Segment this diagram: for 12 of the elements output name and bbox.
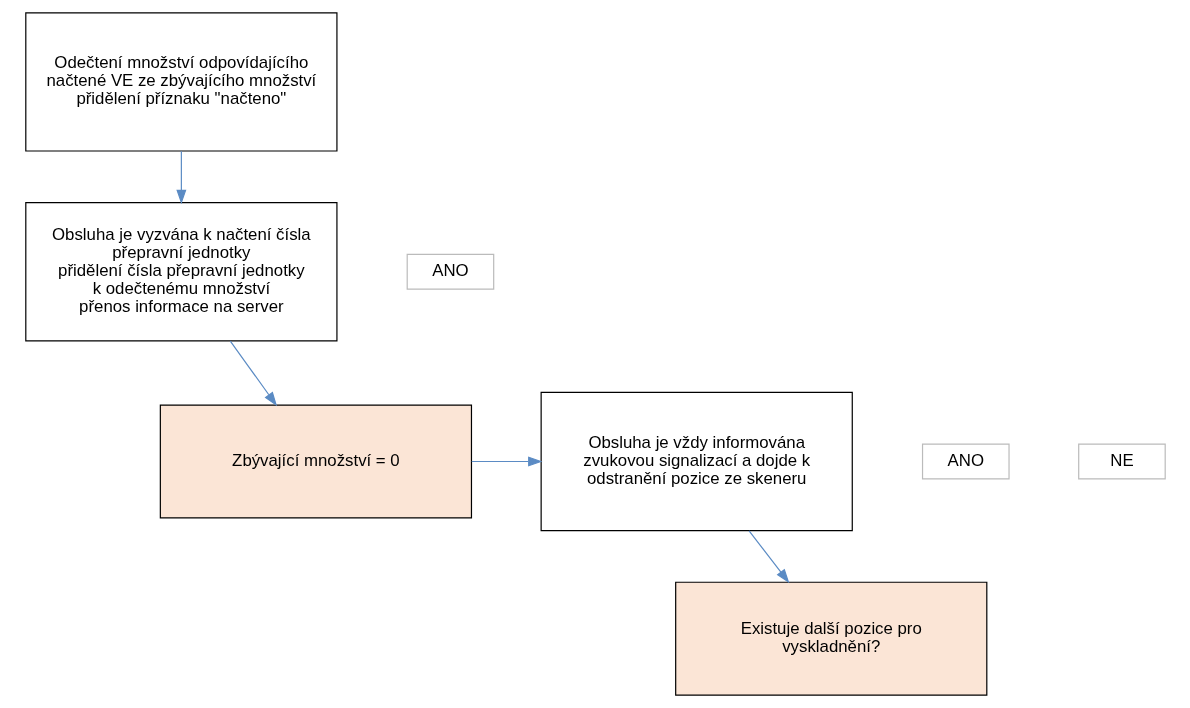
node-box: NE (1077, 443, 1166, 480)
node-box: Existuje další pozice pro vyskladnění? (674, 581, 987, 696)
node-box: Odečtení množství odpovídajícího načtené VE ze zbývajícího množství přidělení příznaku "načteno" (24, 12, 338, 152)
node-box: ANO (406, 253, 494, 290)
arrow (229, 340, 277, 407)
arrow (175, 150, 186, 205)
arrow (470, 456, 543, 467)
node-box: Zbývající množství = 0 (159, 404, 472, 519)
node-box: Obsluha je vyzvána k načtení čísla přepravní jednotky přidělení čísla přepravní jednotky k odečtenému množství přenos informace na server (24, 202, 338, 342)
node-box: ANO (921, 443, 1010, 480)
node-box: Obsluha je vždy informována zvukovou signalizací a dojde k odstranění pozice ze skeneru (540, 391, 853, 532)
arrow (748, 530, 789, 584)
